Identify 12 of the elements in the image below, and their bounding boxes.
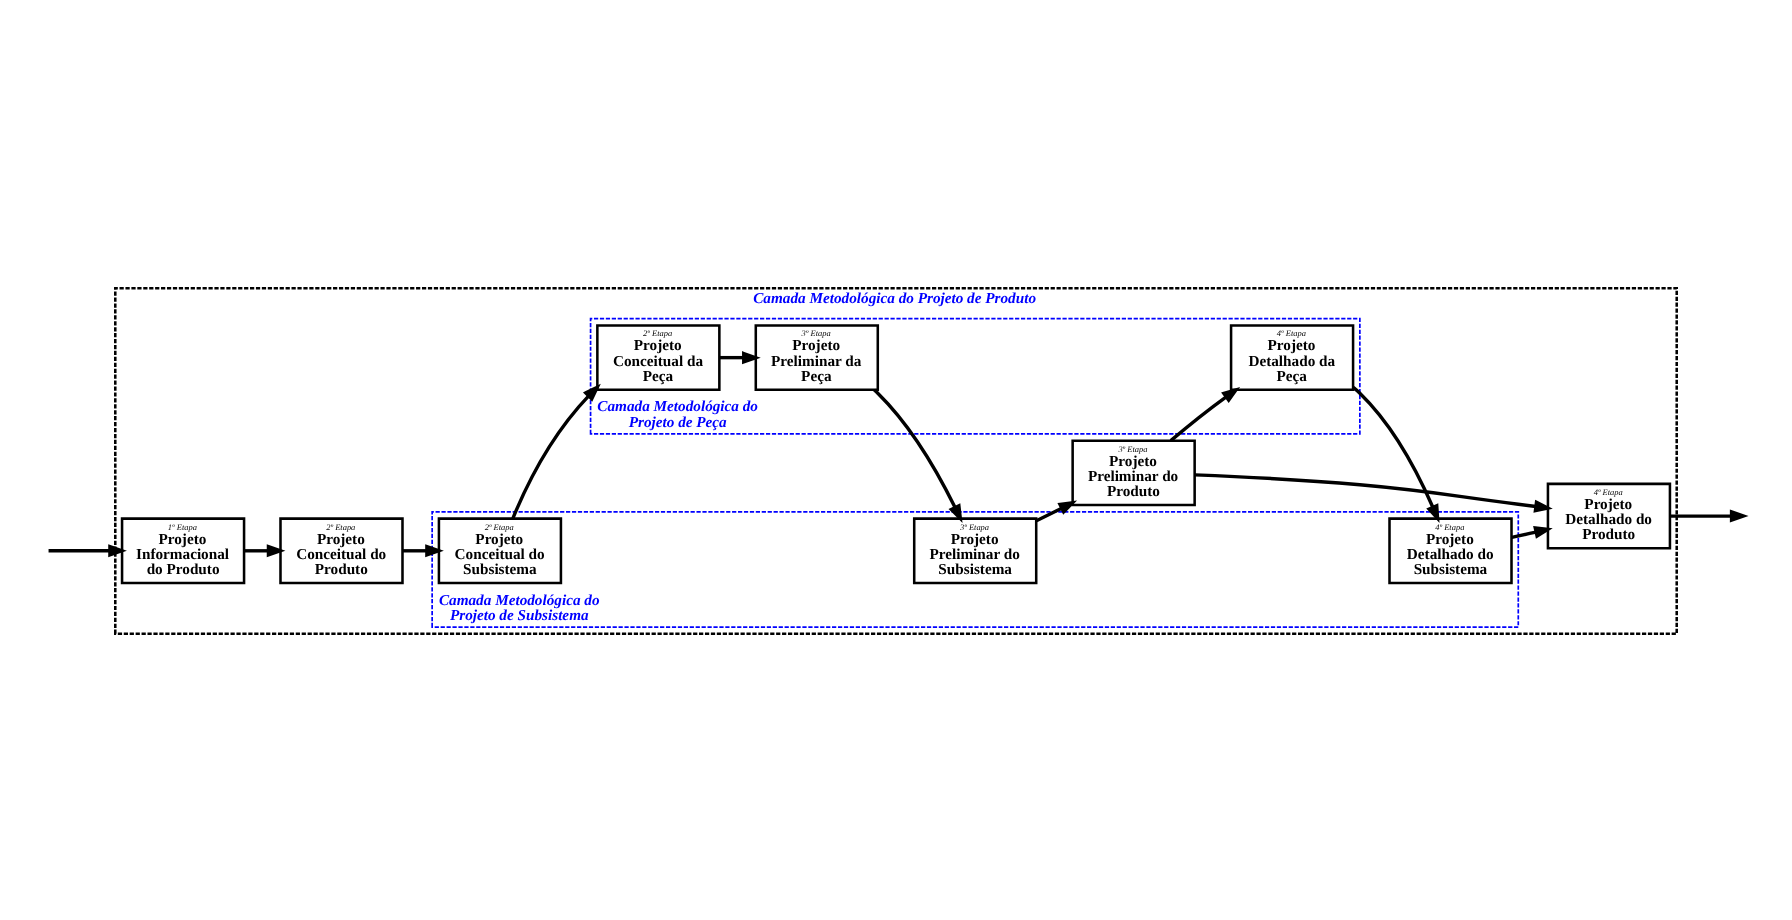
arrow: [1670, 508, 1749, 522]
arrow: [511, 382, 601, 518]
arrow: [1352, 385, 1440, 523]
arrow: [1035, 499, 1078, 522]
arrow: [1194, 472, 1553, 512]
arrow: [873, 387, 963, 522]
arrow: [1511, 525, 1553, 539]
arrow: [48, 543, 127, 557]
arrow: [719, 350, 761, 364]
arrow: [1169, 385, 1241, 441]
arrow: [244, 543, 286, 557]
arrow: [402, 543, 444, 557]
